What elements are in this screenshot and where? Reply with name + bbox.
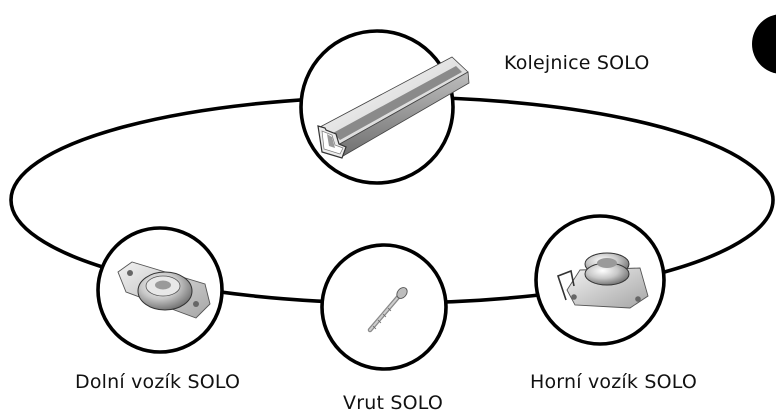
node-rail — [299, 29, 470, 185]
label-horni-vozik: Horní vozík SOLO — [530, 371, 697, 393]
label-kolejnice: Kolejnice SOLO — [504, 52, 650, 74]
node-lower-carriage — [96, 226, 224, 354]
upper-carriage-icon — [556, 252, 649, 309]
rail-profile-icon — [317, 56, 470, 159]
label-vrut: Vrut SOLO — [343, 392, 444, 414]
edge-marker-circle — [752, 14, 776, 74]
node-screw — [320, 243, 448, 371]
node-upper-carriage — [534, 214, 666, 346]
screw-icon — [367, 287, 408, 333]
label-dolni-vozik: Dolní vozík SOLO — [75, 371, 241, 393]
lower-carriage-icon — [117, 261, 211, 319]
node-circle — [320, 243, 448, 371]
